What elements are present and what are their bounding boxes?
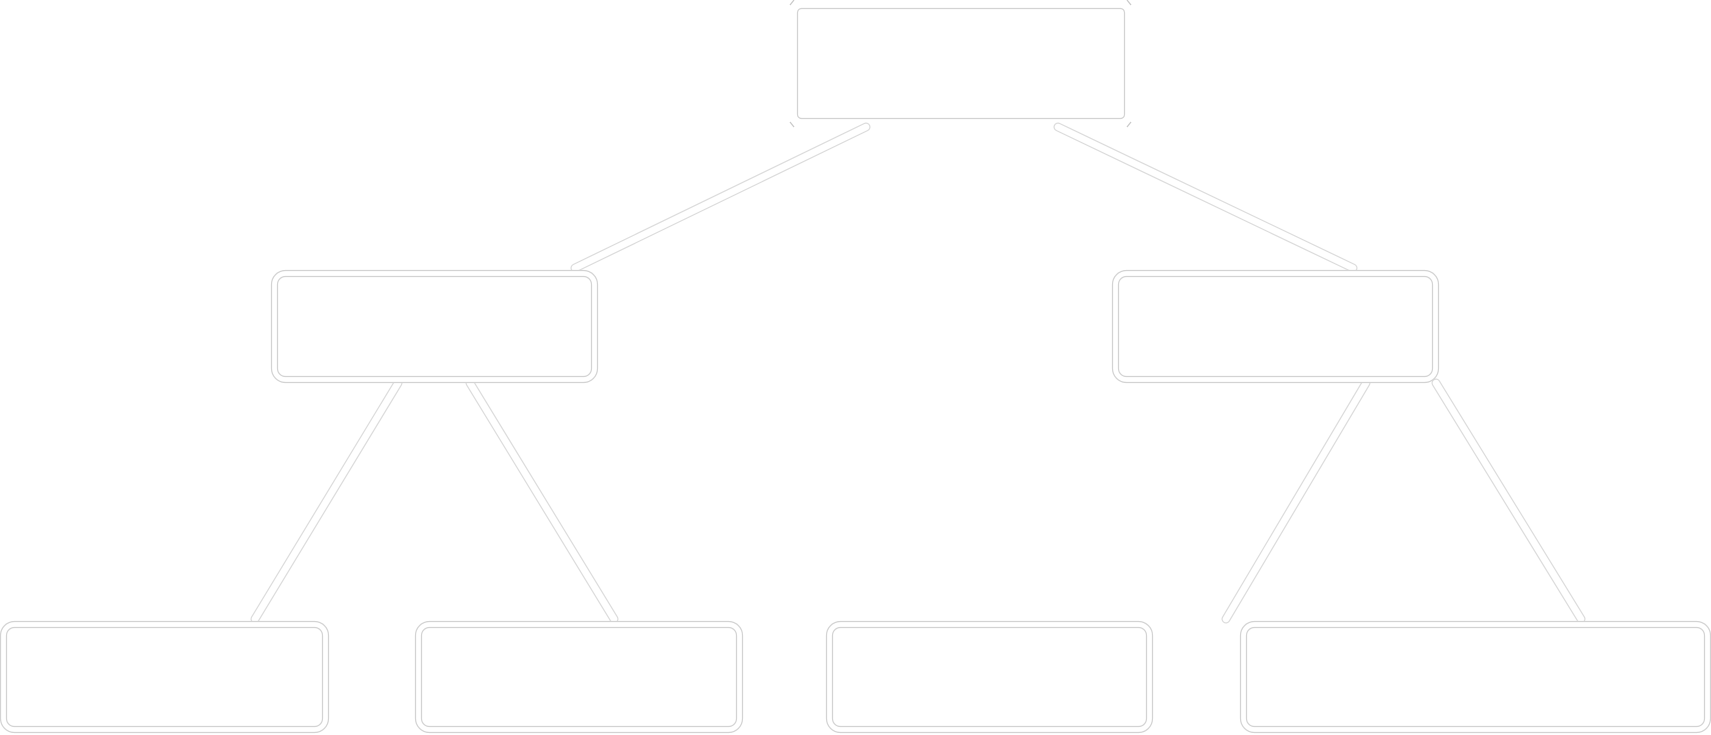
node-box-inner [5,626,324,728]
corner-tick [789,121,795,128]
node-left-child [270,269,599,384]
node-box-inner [1117,275,1434,378]
node-leaf-1 [0,620,330,734]
node-leaf-4 [1239,620,1711,734]
node-leaf-2 [414,620,744,734]
corner-tick [1126,121,1132,128]
node-root [789,0,1132,128]
edge-left-child-to-leaf-1 [250,378,403,624]
edge-root-to-right-child [1053,122,1358,273]
node-box-inner [1245,626,1706,728]
corner-tick [789,0,795,6]
node-box [796,7,1126,120]
node-right-child [1111,269,1440,384]
edge-core [1054,123,1357,272]
node-leaf-3 [825,620,1154,734]
edge-core [466,379,618,623]
edges-layer [250,122,1586,624]
edge-left-child-to-leaf-2 [465,378,619,624]
edge-right-child-to-leaf-3 [1221,378,1371,624]
edge-root-to-left-child [570,122,871,273]
node-box-inner [420,626,738,728]
edge-right-child-to-leaf-4 [1431,378,1586,624]
node-box-inner [831,626,1148,728]
edge-core [1432,379,1585,623]
edge-core [251,379,402,623]
corner-tick [1126,0,1132,6]
node-box-inner [276,275,593,378]
edge-core [571,123,870,272]
edge-core [1222,379,1370,623]
